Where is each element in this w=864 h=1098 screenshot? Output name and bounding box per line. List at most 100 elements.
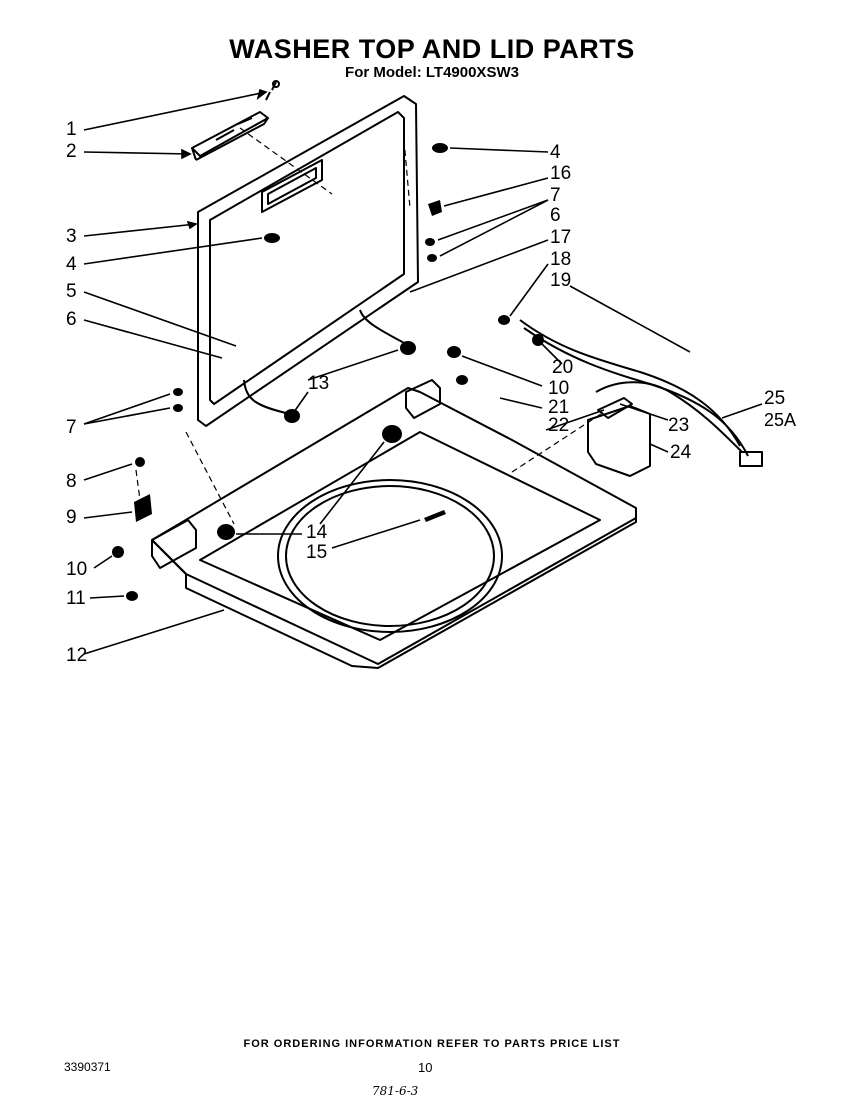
callout-12: 12 — [66, 645, 88, 666]
callout-15: 15 — [306, 542, 328, 563]
callout-19: 19 — [550, 270, 572, 291]
pivot-bushing-13 — [284, 409, 300, 423]
screw-15 — [424, 510, 446, 522]
callout-4-left: 4 — [66, 254, 77, 275]
screw-7c — [425, 238, 435, 246]
leader-12 — [83, 609, 225, 655]
leader-7-right-b — [439, 199, 549, 257]
screw-18 — [498, 315, 510, 325]
page-number: 10 — [418, 1060, 433, 1075]
document-number: 3390371 — [64, 1060, 111, 1074]
callout-23: 23 — [668, 415, 690, 436]
clip-16 — [428, 200, 442, 216]
callout-11: 11 — [66, 588, 86, 609]
callout-1: 1 — [66, 119, 77, 140]
leader-6-left — [83, 319, 223, 359]
hinge-plate-9 — [134, 494, 152, 522]
leader-4-right — [449, 147, 549, 153]
lid-handle — [191, 111, 269, 161]
leader-15 — [331, 519, 421, 549]
leader-5 — [83, 291, 237, 347]
leader-7a — [83, 393, 171, 425]
leader-13a — [307, 349, 399, 381]
model-subtitle: For Model: LT4900XSW3 — [345, 64, 519, 81]
callout-5: 5 — [66, 281, 77, 302]
callout-25: 25 — [764, 388, 786, 409]
callout-7-right: 7 — [550, 185, 561, 206]
callout-8: 8 — [66, 471, 77, 492]
leader-19 — [569, 285, 691, 353]
leader-22 — [545, 409, 605, 431]
leader-10-left — [93, 555, 113, 569]
callout-9: 9 — [66, 507, 77, 528]
screw-7b — [173, 404, 183, 412]
callout-4-right: 4 — [550, 142, 561, 163]
grommet-14 — [382, 425, 402, 443]
lid-window — [261, 159, 323, 213]
leader-1 — [83, 91, 267, 131]
hinge-rod-upper — [359, 309, 407, 345]
callout-22: 22 — [548, 415, 570, 436]
screw-6 — [427, 254, 437, 262]
lid-frame — [197, 95, 419, 427]
leader-7-right-a — [437, 199, 549, 241]
leader-18 — [509, 263, 549, 317]
nut-20 — [532, 334, 544, 346]
leader-20 — [541, 343, 563, 365]
grommet-14b — [217, 524, 235, 540]
screw-7a — [173, 388, 183, 396]
leader-13b — [293, 391, 309, 413]
wiring-harness — [519, 319, 763, 467]
leader-3 — [83, 223, 197, 237]
leader-16 — [443, 177, 549, 207]
screw-1 — [265, 81, 277, 101]
callout-2: 2 — [66, 141, 77, 162]
leader-14b — [319, 441, 385, 525]
hinge-block-left — [151, 519, 197, 569]
callout-3: 3 — [66, 226, 77, 247]
callout-17: 17 — [550, 227, 572, 248]
leader-10-right — [461, 355, 543, 387]
pivot-bushing-13b — [400, 341, 416, 355]
callout-21: 21 — [548, 397, 570, 418]
washer-top — [151, 387, 637, 669]
callout-18: 18 — [550, 249, 572, 270]
callout-6-left: 6 — [66, 309, 77, 330]
callout-20: 20 — [552, 357, 574, 378]
leader-4-left — [83, 237, 263, 265]
screw-8 — [135, 457, 145, 467]
leader-9 — [83, 511, 133, 519]
handwritten-note: 781-6-3 — [372, 1084, 419, 1098]
leader-8 — [83, 463, 133, 481]
bumper-4-left — [264, 233, 280, 243]
lid-window-inner — [267, 167, 317, 205]
plug-10-left — [112, 546, 124, 558]
leader-23 — [619, 403, 669, 421]
callout-7-left: 7 — [66, 417, 77, 438]
leader-11 — [89, 595, 125, 599]
leader-25 — [721, 403, 763, 419]
spring-11 — [126, 591, 138, 601]
callout-6-right: 6 — [550, 205, 561, 226]
spring-21 — [456, 375, 468, 385]
callout-25a: 25A — [764, 410, 797, 430]
switch-housing — [587, 405, 651, 477]
page-title: WASHER TOP AND LID PARTS — [229, 34, 635, 64]
callout-10-right: 10 — [548, 378, 570, 399]
callout-10-left: 10 — [66, 559, 88, 580]
hinge-block-right — [405, 379, 441, 419]
leader-2 — [83, 151, 191, 155]
leader-21 — [499, 397, 543, 409]
hinge-rod-lower — [243, 379, 291, 415]
callout-24: 24 — [670, 442, 692, 463]
leader-24 — [649, 443, 669, 453]
ordering-info-note: FOR ORDERING INFORMATION REFER TO PARTS … — [243, 1038, 621, 1050]
bumper-4-right — [432, 143, 448, 153]
lid-switch — [597, 397, 633, 419]
leader-7b — [83, 407, 171, 425]
callout-16: 16 — [550, 163, 572, 184]
leader-17 — [409, 239, 549, 293]
callout-14: 14 — [306, 522, 328, 543]
callout-13: 13 — [308, 373, 330, 394]
